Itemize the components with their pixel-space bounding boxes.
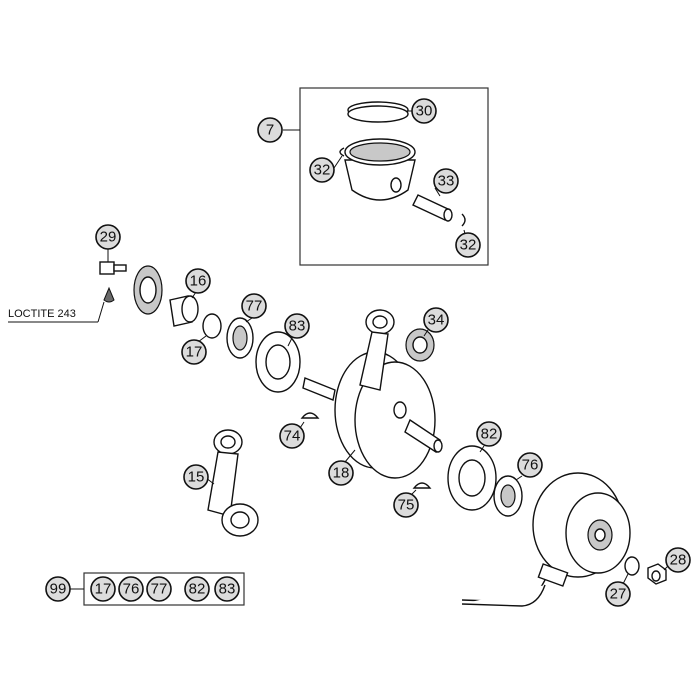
callout-7: 7 bbox=[257, 117, 283, 143]
ball-bearing-right bbox=[447, 445, 497, 511]
piston-pin-circlip-right bbox=[461, 213, 466, 227]
shaft-seal-right bbox=[493, 475, 523, 517]
piston-pin-circlip-left bbox=[339, 147, 345, 157]
svg-text:28: 28 bbox=[670, 552, 687, 569]
callout-77: 77 bbox=[241, 293, 267, 319]
spacer-sleeve bbox=[169, 295, 199, 327]
svg-text:16: 16 bbox=[190, 273, 207, 290]
o-ring bbox=[202, 313, 222, 339]
callout-28: 28 bbox=[665, 547, 691, 573]
hex-nut bbox=[647, 563, 667, 585]
piston-kit-frame bbox=[299, 87, 489, 266]
woodruff-key-right bbox=[412, 482, 432, 489]
callout-99: 99 bbox=[45, 576, 71, 602]
lock-washer bbox=[103, 286, 115, 303]
piston bbox=[344, 138, 416, 201]
connecting-rod bbox=[207, 429, 259, 537]
woodruff-key-left bbox=[300, 412, 320, 419]
callout-17: 17 bbox=[181, 339, 207, 365]
callout-18: 18 bbox=[328, 460, 354, 486]
svg-text:17: 17 bbox=[186, 344, 203, 361]
collar-screw bbox=[99, 261, 127, 275]
svg-text:83: 83 bbox=[289, 318, 306, 335]
svg-text:76: 76 bbox=[522, 457, 539, 474]
svg-text:33: 33 bbox=[438, 173, 455, 190]
svg-text:77: 77 bbox=[246, 298, 263, 315]
svg-text:29: 29 bbox=[100, 229, 117, 246]
svg-text:75: 75 bbox=[398, 497, 415, 514]
svg-text:17: 17 bbox=[95, 581, 112, 598]
svg-text:32: 32 bbox=[314, 162, 331, 179]
callout-34: 34 bbox=[423, 307, 449, 333]
loctite-note: LOCTITE 243 bbox=[8, 308, 76, 320]
svg-text:32: 32 bbox=[460, 237, 477, 254]
svg-text:30: 30 bbox=[416, 103, 433, 120]
piston-pin bbox=[412, 194, 453, 222]
ball-bearing-left bbox=[255, 331, 301, 393]
svg-text:18: 18 bbox=[333, 465, 350, 482]
callout-83: 83 bbox=[284, 313, 310, 339]
kit-item-77: 77 bbox=[146, 576, 172, 602]
ignition-rotor bbox=[532, 472, 631, 587]
svg-text:15: 15 bbox=[188, 469, 205, 486]
shaft-seal-left bbox=[226, 317, 254, 359]
primary-gear bbox=[133, 265, 163, 315]
needle-bearing bbox=[405, 328, 435, 362]
connecting-rod-installed bbox=[359, 309, 395, 391]
svg-text:99: 99 bbox=[50, 581, 67, 598]
crankshaft bbox=[302, 351, 443, 479]
callout-16: 16 bbox=[185, 268, 211, 294]
svg-text:82: 82 bbox=[481, 426, 498, 443]
svg-text:76: 76 bbox=[123, 581, 140, 598]
kit-item-17: 17 bbox=[90, 576, 116, 602]
callout-76: 76 bbox=[517, 452, 543, 478]
svg-text:82: 82 bbox=[189, 581, 206, 598]
callout-75: 75 bbox=[393, 492, 419, 518]
kit-item-76: 76 bbox=[118, 576, 144, 602]
svg-text:74: 74 bbox=[284, 428, 301, 445]
callout-33: 33 bbox=[433, 168, 459, 194]
kit-item-82: 82 bbox=[184, 576, 210, 602]
callout-29: 29 bbox=[95, 224, 121, 250]
kit-item-83: 83 bbox=[214, 576, 240, 602]
callout-74: 74 bbox=[279, 423, 305, 449]
svg-text:77: 77 bbox=[151, 581, 168, 598]
piston-ring bbox=[347, 101, 409, 123]
callout-32-top: 32 bbox=[309, 157, 335, 183]
svg-text:34: 34 bbox=[428, 312, 445, 329]
callout-27: 27 bbox=[605, 581, 631, 607]
svg-text:27: 27 bbox=[610, 586, 627, 603]
callout-32-bottom: 32 bbox=[455, 232, 481, 258]
washer bbox=[624, 556, 640, 576]
svg-text:83: 83 bbox=[219, 581, 236, 598]
svg-text:7: 7 bbox=[266, 122, 274, 139]
callout-30: 30 bbox=[411, 98, 437, 124]
callout-82: 82 bbox=[476, 421, 502, 447]
callout-15: 15 bbox=[183, 464, 209, 490]
